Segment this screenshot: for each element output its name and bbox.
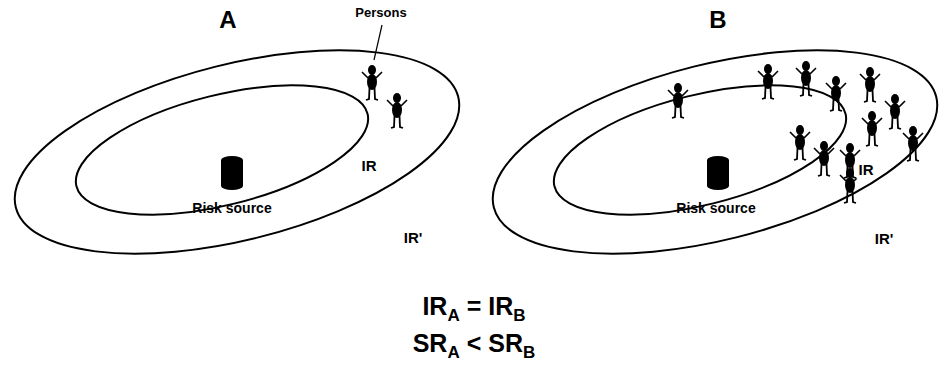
source-label: Risk source <box>192 201 271 216</box>
risk-symbol: SR <box>413 329 448 358</box>
panel-letter: A <box>219 7 236 33</box>
contour-label: IR' <box>402 230 425 247</box>
subscript: A <box>447 343 459 363</box>
contour-label: IR <box>360 158 379 175</box>
risk-symbol: IR <box>422 292 447 321</box>
person-figure <box>885 94 905 129</box>
person-figure <box>796 61 816 96</box>
equation-row: IRA=IRB <box>422 292 525 321</box>
person-figure <box>362 65 382 100</box>
risk-contour-outer <box>0 11 480 292</box>
risk-contour-outer <box>472 11 949 292</box>
risk-contour-inner <box>541 60 859 239</box>
risk-contour-inner <box>63 60 381 239</box>
risk-source-cylinder <box>221 156 243 190</box>
person-figure <box>862 111 882 146</box>
source-label: Risk source <box>676 201 755 216</box>
subscript: A <box>447 306 459 326</box>
person-figure <box>903 126 923 161</box>
relation-symbol: < <box>467 329 482 358</box>
risk-symbol: IR <box>488 292 513 321</box>
person-figure <box>387 93 407 128</box>
leader-line <box>374 25 382 60</box>
panel-letter: B <box>709 7 726 33</box>
contour-label: IR <box>857 162 876 179</box>
person-figure <box>790 125 810 160</box>
risk-source-cylinder <box>707 156 729 190</box>
subscript: B <box>513 306 525 326</box>
person-figure <box>826 76 846 111</box>
person-figure <box>758 64 778 99</box>
person-figure <box>668 83 688 118</box>
risk-symbol: SR <box>488 329 523 358</box>
equation-row: SRA<SRB <box>413 329 536 358</box>
person-figure <box>860 67 880 102</box>
person-figure <box>814 141 834 176</box>
subscript: B <box>523 343 535 363</box>
relation-symbol: = <box>467 292 482 321</box>
persons-label: Persons <box>355 6 406 20</box>
contour-label: IR' <box>873 231 896 248</box>
